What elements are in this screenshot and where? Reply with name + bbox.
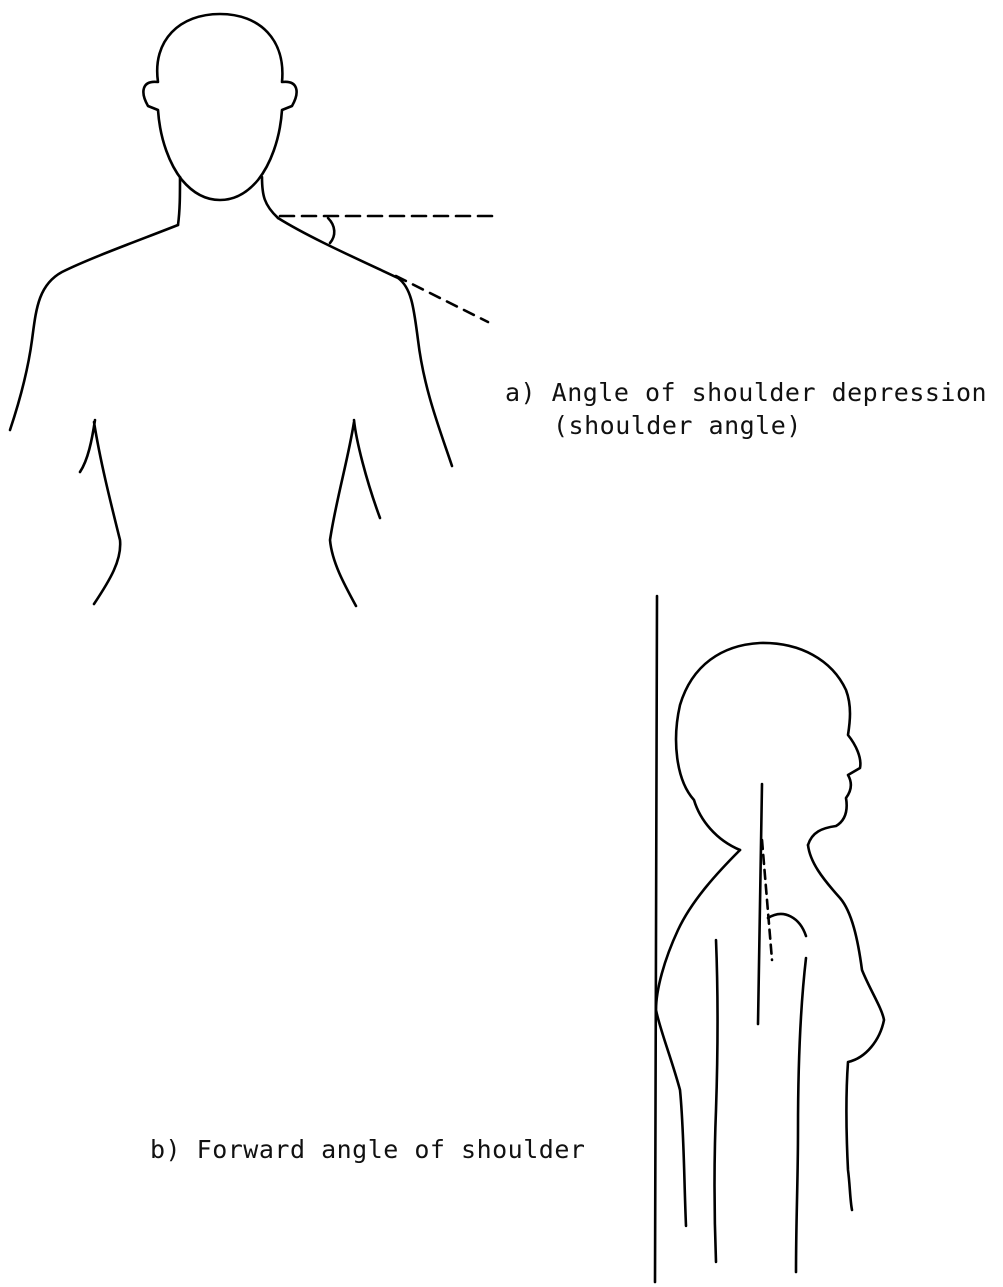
front-head-outline xyxy=(143,14,296,200)
front-left-shoulder-arm xyxy=(10,225,178,430)
front-view-figure xyxy=(10,14,495,606)
front-neck-right xyxy=(262,177,278,218)
front-shoulder-angle-arc xyxy=(328,218,334,243)
front-right-shoulder-arm xyxy=(278,218,452,466)
caption-panel-b-title: b) Forward angle of shoulder xyxy=(150,1135,585,1165)
caption-panel-a-subtitle: (shoulder angle) xyxy=(553,411,802,441)
side-shoulder-axis-dashed xyxy=(762,840,772,960)
side-view-figure xyxy=(655,596,884,1282)
caption-panel-a-title: a) Angle of shoulder depression xyxy=(505,378,987,408)
side-plumb-line xyxy=(758,784,762,1024)
side-arm-front-edge xyxy=(796,958,806,1272)
side-head-profile xyxy=(676,643,860,850)
side-forward-angle-arc xyxy=(768,914,806,936)
side-back-outline xyxy=(656,850,740,1226)
side-front-outline xyxy=(808,845,884,1210)
front-neck-left xyxy=(178,177,180,225)
front-torso-right xyxy=(330,420,380,606)
front-torso-left xyxy=(80,420,120,604)
side-arm-back-edge xyxy=(715,940,718,1262)
side-vertical-wall-line xyxy=(655,596,657,1282)
